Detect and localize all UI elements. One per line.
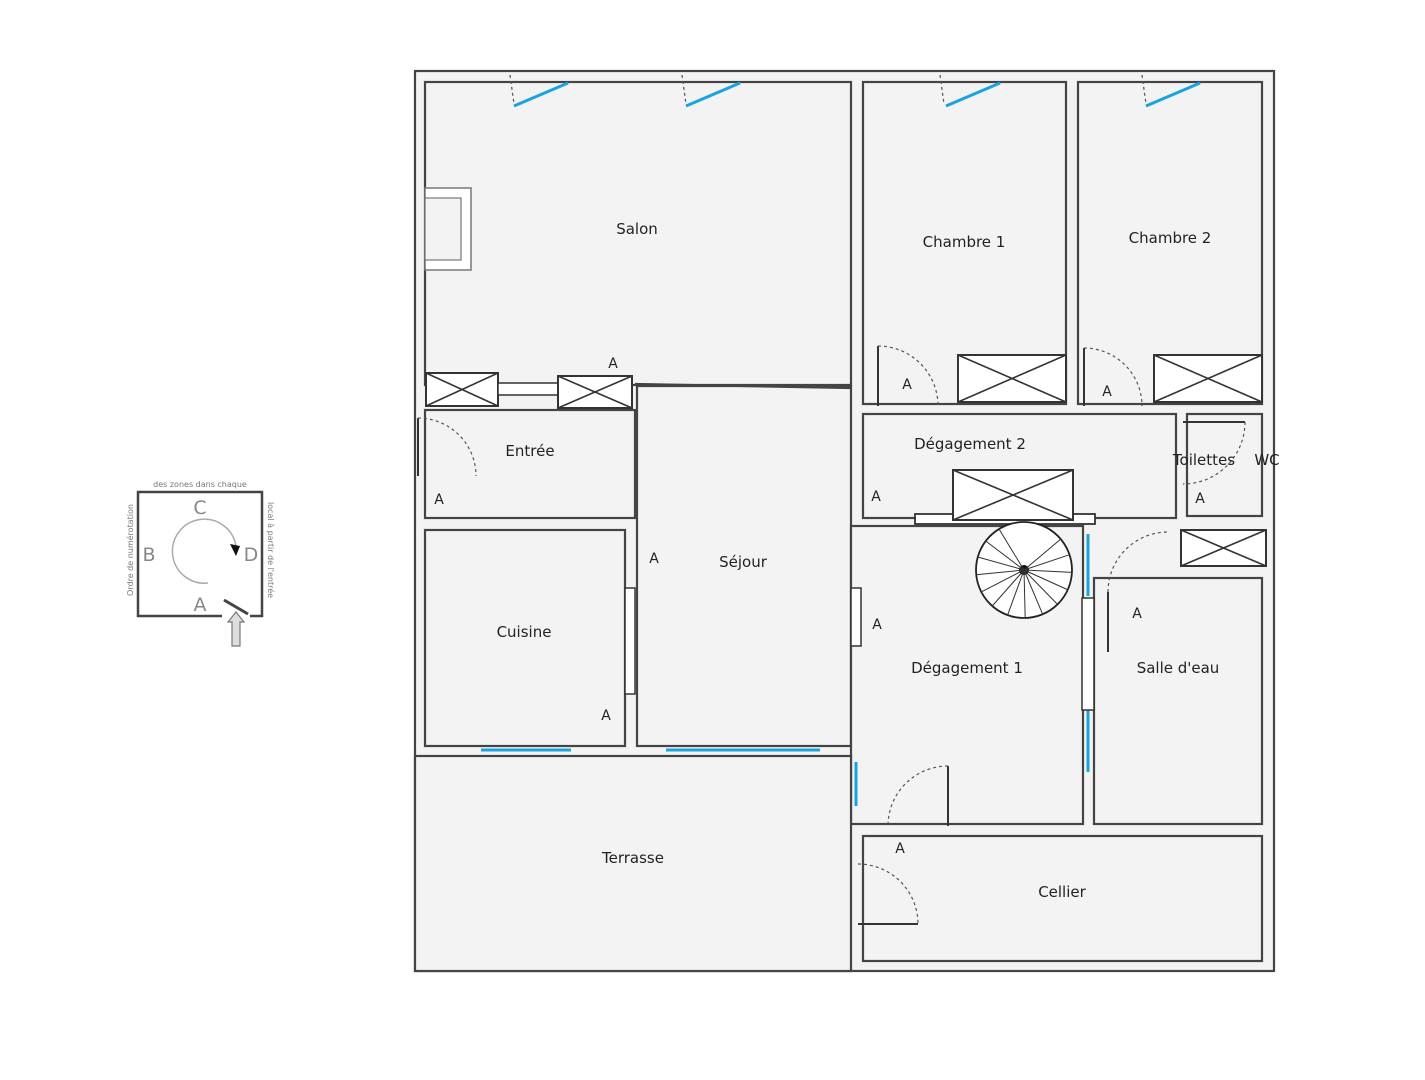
- zone-marker-cuisine: A: [601, 708, 611, 724]
- legend-room-outline: [136, 490, 264, 618]
- stair-tread: [1007, 569, 1025, 616]
- sejour-room: [635, 384, 853, 748]
- closet-degagement2: [952, 469, 1074, 521]
- closet-chambre2: [1153, 354, 1263, 403]
- stair-tread: [1023, 569, 1072, 573]
- spiral-staircase-icon: [975, 521, 1073, 619]
- stair-tread: [1023, 538, 1062, 571]
- stair-tread: [991, 569, 1025, 607]
- label-degagement2: Dégagement 2: [914, 435, 1026, 453]
- room-labels: Salon Chambre 1 Chambre 2 Entrée Dégagem…: [497, 220, 1280, 901]
- zone-marker-salle-eau: A: [1132, 606, 1142, 622]
- zone-marker-cellier: A: [895, 841, 905, 857]
- label-degagement1: Dégagement 1: [911, 659, 1023, 677]
- legend-letter-c: C: [193, 497, 206, 519]
- closet-entree-right: [557, 375, 633, 409]
- legend-arrow-head: [230, 544, 240, 556]
- legend: des zones dans chaque Ordre de numérotat…: [125, 480, 276, 647]
- door-toilettes-arc: [1182, 421, 1246, 485]
- chambre2-window-arc: [1141, 74, 1147, 105]
- zone-marker-salon: A: [608, 356, 618, 372]
- zone-markers: A A A A A A A A A A A: [434, 356, 1205, 857]
- sejour-degagement1-opening: [850, 587, 862, 647]
- salon-sejour-wall: [634, 382, 852, 390]
- salon-window-right-icon: [685, 81, 741, 108]
- stair-tread: [1023, 569, 1026, 618]
- legend-door-leaf: [223, 598, 249, 616]
- closet-entree-connector: [497, 382, 559, 396]
- toilettes-room: [1185, 412, 1264, 518]
- doors: [417, 345, 1246, 925]
- stair-tread: [981, 569, 1025, 593]
- legend-top-text: des zones dans chaque: [153, 480, 247, 489]
- stair-tread: [976, 569, 1025, 576]
- label-cuisine: Cuisine: [497, 623, 552, 641]
- zone-marker-degagement1: A: [872, 617, 882, 633]
- chambre1-room: [861, 80, 1068, 406]
- stair-tread: [1023, 554, 1070, 571]
- legend-letter-b: B: [142, 544, 155, 566]
- closets: [425, 354, 1267, 567]
- legend-letter-a: A: [194, 594, 207, 616]
- stair-tread: [985, 540, 1025, 571]
- label-salon: Salon: [616, 220, 658, 238]
- cuisine-sejour-opening: [624, 587, 636, 695]
- degagement1-salle-eau-opening: [1081, 597, 1095, 711]
- entry-arrow-icon: [226, 611, 246, 647]
- cuisine-room: [423, 528, 627, 748]
- door-chambre2-arc: [1083, 347, 1143, 407]
- closet-entree-left: [425, 372, 499, 407]
- label-entree: Entrée: [505, 442, 554, 460]
- chambre2-window-icon: [1145, 81, 1201, 108]
- legend-left-text: Ordre de numérotation: [125, 504, 135, 596]
- zone-marker-sejour: A: [649, 551, 659, 567]
- legend-rotation-arc: [171, 518, 237, 584]
- rooms: [413, 80, 1264, 973]
- zone-marker-chambre1: A: [902, 377, 912, 393]
- label-cellier: Cellier: [1038, 883, 1086, 901]
- label-chambre1: Chambre 1: [923, 233, 1006, 251]
- terrasse-room: [413, 754, 853, 973]
- zone-marker-degagement2: A: [871, 489, 881, 505]
- stair-tread: [1023, 569, 1044, 615]
- windows: [481, 70, 1202, 806]
- stair-tread: [1023, 569, 1068, 591]
- label-chambre2: Chambre 2: [1129, 229, 1212, 247]
- label-salle-eau: Salle d'eau: [1137, 659, 1220, 677]
- stair-tread: [998, 528, 1025, 571]
- label-terrasse: Terrasse: [601, 849, 664, 867]
- label-sejour: Séjour: [719, 553, 768, 571]
- chambre1-window-arc: [939, 74, 945, 105]
- label-wc: WC: [1254, 451, 1279, 469]
- closet-salle-eau: [1180, 529, 1267, 567]
- legend-right-text: local à partir de l'entrée: [266, 502, 276, 598]
- closet-chambre1: [957, 354, 1067, 403]
- stair-tread: [977, 556, 1025, 571]
- zone-marker-toilettes: A: [1195, 491, 1205, 507]
- chambre1-window-icon: [945, 81, 1001, 108]
- salon-room: [423, 80, 853, 387]
- cellier-room: [861, 834, 1264, 963]
- zone-marker-entree: A: [434, 492, 444, 508]
- stair-tread: [1023, 569, 1058, 605]
- entree-room: [423, 408, 637, 520]
- fireplace-icon: [424, 187, 472, 271]
- door-entree-arc: [417, 417, 477, 477]
- salon-window-left-icon: [513, 81, 569, 108]
- salon-window-right-arc: [681, 74, 687, 105]
- zone-marker-chambre2: A: [1102, 384, 1112, 400]
- salon-window-left-arc: [509, 74, 515, 105]
- label-toilettes: Toilettes: [1172, 451, 1235, 469]
- salle-eau-room: [1092, 576, 1264, 826]
- chambre2-room: [1076, 80, 1264, 406]
- legend-letter-d: D: [244, 544, 259, 566]
